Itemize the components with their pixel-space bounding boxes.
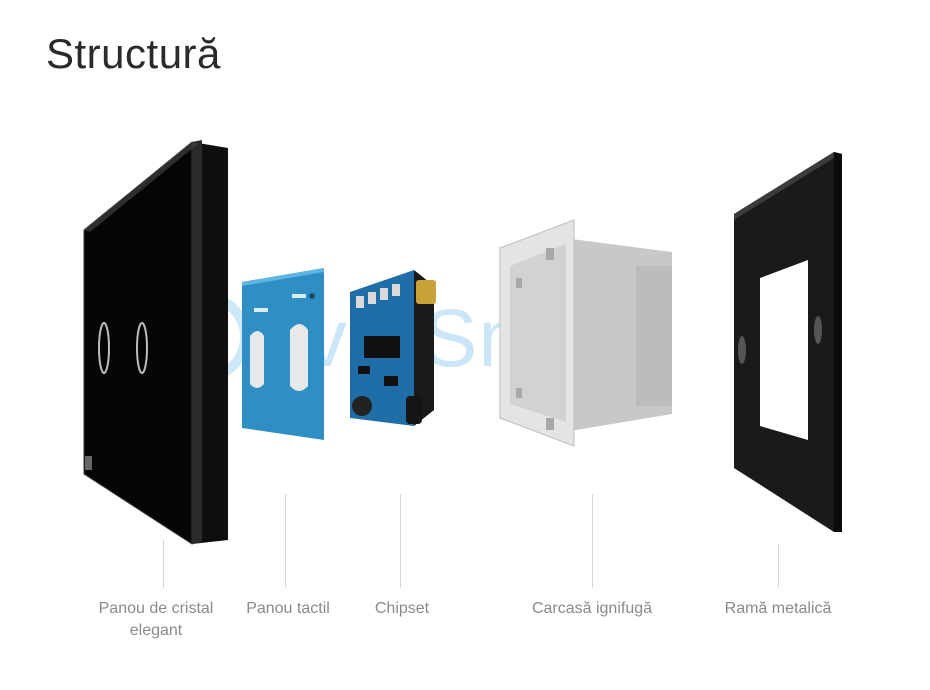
page-title: Structură <box>46 30 221 77</box>
chipset-image <box>350 270 436 426</box>
label-chipset: Chipset <box>374 600 430 617</box>
touch-panel-image <box>242 268 324 440</box>
crystal-panel-image <box>83 140 228 545</box>
metal-frame-image <box>734 152 842 532</box>
guide-line <box>778 544 779 588</box>
label-housing: Carcasă ignifugă <box>531 600 653 617</box>
housing-image <box>499 219 672 447</box>
label-touch-panel: Panou tactil <box>246 600 330 617</box>
guide-line <box>285 494 286 588</box>
guide-line <box>592 494 593 588</box>
guide-line <box>163 540 164 588</box>
label-crystal-panel: Panou de cristal elegant <box>98 600 214 639</box>
guide-line <box>400 494 401 588</box>
label-metal-frame: Ramă metalică <box>724 600 832 617</box>
